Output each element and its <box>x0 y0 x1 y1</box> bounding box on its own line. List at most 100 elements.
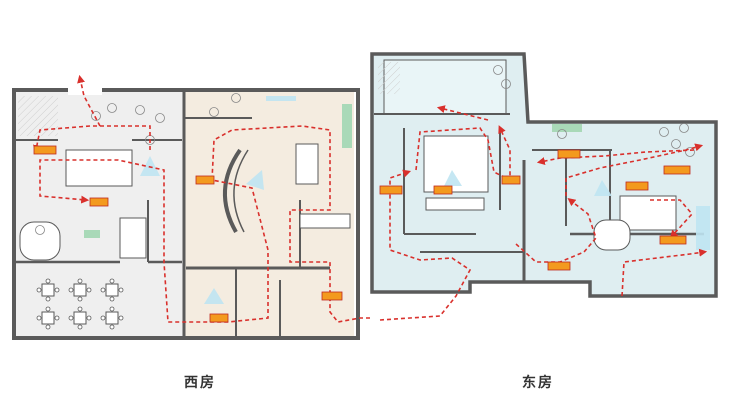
east-house-caption: 东房 <box>522 375 554 391</box>
route-segment <box>436 105 489 121</box>
chair-icon <box>54 315 60 321</box>
tree-icon <box>679 123 689 133</box>
chair-icon <box>86 287 92 293</box>
route-segment <box>650 199 694 239</box>
west-window-strip <box>266 96 296 101</box>
viewpoint-cone-icon <box>594 180 612 196</box>
route-segment <box>565 143 704 196</box>
east-main-hall <box>383 59 507 115</box>
tree-icon <box>35 225 45 235</box>
exhibit-tag <box>33 145 57 155</box>
west-outer-wall <box>12 88 360 340</box>
chair-icon <box>68 287 74 293</box>
tree-icon <box>671 139 681 149</box>
exhibit-tag <box>433 185 453 195</box>
table-set-icon <box>36 278 124 330</box>
east-display-case <box>425 197 485 211</box>
exhibit-tag <box>625 181 649 191</box>
table-icon <box>41 311 55 325</box>
chair-icon <box>77 324 83 330</box>
chair-icon <box>109 278 115 284</box>
chair-icon <box>109 324 115 330</box>
tree-icon <box>91 111 101 121</box>
route-segment <box>515 198 597 263</box>
chair-icon <box>45 278 51 284</box>
chair-icon <box>45 296 51 302</box>
exhibit-tag <box>209 313 229 323</box>
exhibit-tag <box>663 165 691 175</box>
tree-icon <box>155 113 165 123</box>
tree-icon <box>493 65 503 75</box>
west-house-plan <box>12 87 360 340</box>
viewpoint-cone-icon <box>444 170 462 186</box>
west-curved-display-wall-2 <box>233 149 249 233</box>
chair-icon <box>118 315 124 321</box>
west-round-room <box>19 221 61 261</box>
exhibit-tag <box>557 149 581 159</box>
table-icon <box>41 283 55 297</box>
east-outer-wall <box>370 52 718 298</box>
tree-icon <box>209 107 219 117</box>
viewpoint-cone-icon <box>246 170 264 190</box>
west-display-case-b <box>299 213 351 229</box>
chair-icon <box>36 315 42 321</box>
tree-icon <box>107 103 117 113</box>
chair-icon <box>100 315 106 321</box>
west-house-caption: 西房 <box>184 375 216 391</box>
route-segment <box>39 125 370 323</box>
chair-icon <box>45 306 51 312</box>
west-greenery-b <box>342 104 352 148</box>
exhibit-tag <box>379 185 403 195</box>
chair-icon <box>77 296 83 302</box>
chair-icon <box>109 296 115 302</box>
tree-icon <box>685 147 695 157</box>
route-segment <box>379 169 472 321</box>
exhibit-tag <box>321 291 343 301</box>
chair-icon <box>118 287 124 293</box>
west-display-case-a <box>295 143 319 185</box>
east-stairs <box>378 62 400 94</box>
route-segment <box>621 248 708 297</box>
tree-icon <box>135 105 145 115</box>
chair-icon <box>77 278 83 284</box>
table-icon <box>105 283 119 297</box>
chair-icon <box>36 287 42 293</box>
exhibit-tag <box>547 261 571 271</box>
route-segment <box>415 125 511 182</box>
tree-icon <box>231 93 241 103</box>
chair-icon <box>68 315 74 321</box>
tree-icon <box>557 129 567 139</box>
tree-icon <box>659 127 669 137</box>
east-round-court <box>593 219 631 251</box>
east-house-plan <box>370 52 718 298</box>
chair-icon <box>100 287 106 293</box>
visitor-route <box>33 74 708 323</box>
west-exit-gap <box>68 87 102 95</box>
west-curved-display-wall <box>223 148 242 233</box>
exhibit-tag <box>659 235 687 245</box>
chair-icon <box>77 306 83 312</box>
exhibit-tag <box>501 175 521 185</box>
west-hall-room <box>65 149 133 187</box>
west-greenery-a <box>84 230 100 238</box>
chair-icon <box>86 315 92 321</box>
west-courtyard-garden <box>18 96 58 136</box>
east-greenery-b <box>552 124 582 132</box>
chair-icon <box>45 324 51 330</box>
chair-icon <box>109 306 115 312</box>
exhibit-tag <box>89 197 109 207</box>
viewpoint-cone-icon <box>140 156 160 176</box>
route-segment <box>33 125 151 154</box>
east-inner-room <box>619 195 677 231</box>
route-segment <box>536 149 695 165</box>
tree-layer <box>35 65 695 235</box>
east-greenery <box>696 206 710 250</box>
table-icon <box>105 311 119 325</box>
viewpoint-cone-icon <box>204 288 224 304</box>
table-icon <box>73 283 87 297</box>
west-bath-room <box>119 217 147 259</box>
table-icon <box>73 311 87 325</box>
chair-icon <box>54 287 60 293</box>
